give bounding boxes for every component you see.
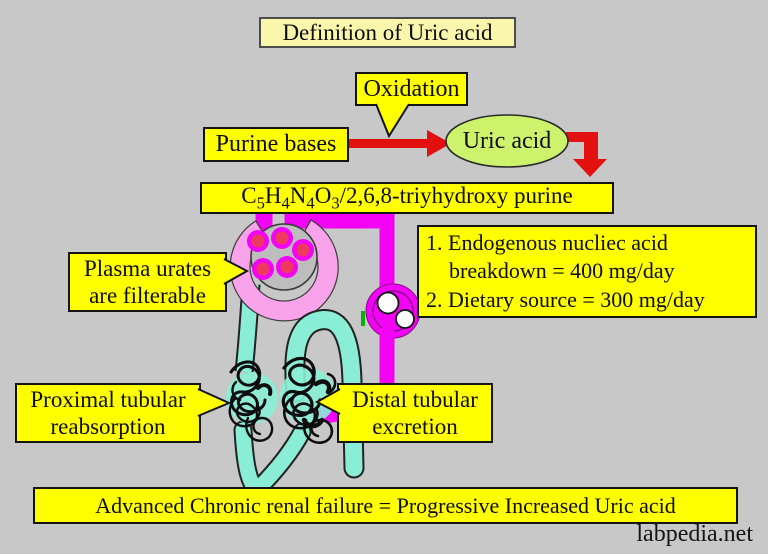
- purine-bases-box: Purine bases: [203, 127, 349, 162]
- oxidation-box: Oxidation: [355, 72, 468, 106]
- formula-box: C5H4N4O3/2,6,8-triyhydroxy purine: [200, 182, 614, 214]
- proximal-convoluted-scribble: [226, 360, 278, 442]
- plasma-line-1: Plasma urates: [83, 255, 212, 281]
- bottom-summary-box: Advanced Chronic renal failure = Progres…: [33, 487, 738, 524]
- glomerular-capillaries: [247, 227, 314, 280]
- purine-bases-text: Purine bases: [215, 131, 337, 158]
- red-arrow-right: [348, 130, 451, 157]
- distal-arch-fill: [286, 311, 363, 477]
- watermark-text: labpedia.net: [636, 521, 753, 547]
- proximal-line-2: reabsorption: [50, 414, 166, 439]
- proximal-tubular-callout: Proximal tubular reabsorption: [15, 383, 201, 443]
- oxidation-text: Oxidation: [363, 75, 460, 102]
- formula-text: C5H4N4O3/2,6,8-triyhydroxy purine: [241, 183, 573, 214]
- uric-acid-sources-box: 1. Endogenous nucliec acid breakdown = 4…: [417, 225, 757, 318]
- source-line-2: breakdown = 400 mg/day: [449, 258, 675, 284]
- source-line-3: 2. Dietary source = 300 mg/day: [426, 286, 705, 312]
- distal-tubular-callout: Distal tubular excretion: [337, 383, 493, 443]
- proximal-line-1: Proximal tubular: [30, 386, 186, 412]
- plasma-line-2: are filterable: [89, 283, 206, 308]
- bottom-summary-text: Advanced Chronic renal failure = Progres…: [95, 492, 676, 518]
- title-text: Definition of Uric acid: [282, 19, 493, 45]
- distal-line-2: excretion: [372, 414, 458, 439]
- green-mark: [361, 311, 365, 326]
- uric-acid-ellipse: [445, 114, 569, 168]
- capillary-lumen-2: [395, 309, 415, 329]
- title-box: Definition of Uric acid: [259, 17, 516, 48]
- red-arrow-elbow-down: [566, 132, 607, 177]
- uric-acid-label: Uric acid: [462, 128, 552, 154]
- source-line-1: 1. Endogenous nucliec acid: [426, 229, 668, 255]
- capillary-lumen-1: [376, 291, 400, 315]
- plasma-urates-callout: Plasma urates are filterable: [68, 252, 227, 312]
- distal-line-1: Distal tubular: [352, 386, 478, 412]
